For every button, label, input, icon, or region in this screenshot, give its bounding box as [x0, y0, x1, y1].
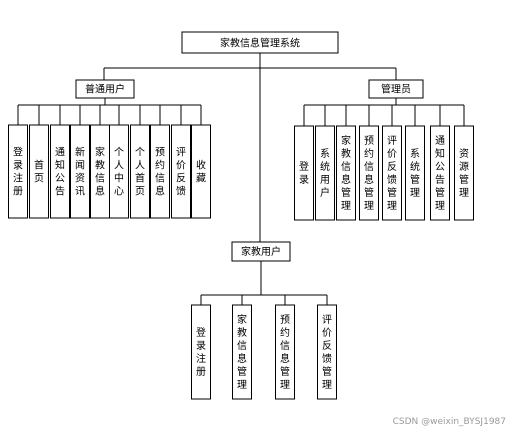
child-label-admin-3: 预约信息管理 — [364, 135, 374, 212]
child-label-admin-6: 通知公告管理 — [435, 135, 445, 212]
child-box-tutor-2 — [275, 304, 295, 400]
child-label-user-1: 首页 — [34, 159, 44, 185]
child-node-tutor-2: 预约信息管理 — [275, 304, 295, 400]
child-node-admin-7: 资源管理 — [454, 125, 474, 221]
child-label-tutor-0: 登录注册 — [196, 326, 206, 378]
child-box-tutor-1 — [232, 304, 252, 400]
child-label-tutor-1: 家教信息管理 — [237, 313, 247, 391]
child-label-user-7: 预约信息 — [155, 147, 165, 198]
child-node-user-6: 个人首页 — [130, 124, 150, 219]
child-label-user-5: 个人中心 — [114, 147, 124, 198]
child-label-admin-0: 登录 — [299, 160, 309, 186]
child-label-user-4: 家教信息 — [95, 146, 105, 198]
child-box-user-0 — [8, 124, 28, 219]
child-box-admin-0 — [294, 125, 314, 221]
child-node-user-7: 预约信息 — [150, 124, 170, 219]
child-box-user-8 — [171, 124, 191, 219]
group-node-tutor — [231, 241, 291, 262]
child-label-admin-1: 系统用户 — [320, 148, 330, 199]
child-node-admin-3: 预约信息管理 — [359, 125, 379, 221]
child-box-admin-5 — [405, 125, 425, 221]
child-label-user-0: 登录注册 — [13, 146, 23, 198]
child-box-admin-2 — [336, 125, 356, 221]
connector-lines — [17, 53, 465, 305]
child-label-user-2: 通知公告 — [55, 147, 65, 198]
child-box-user-1 — [29, 124, 49, 219]
child-box-user-2 — [50, 124, 70, 219]
child-box-user-6 — [130, 124, 150, 219]
child-label-user-8: 评价反馈 — [176, 147, 186, 198]
group-node-admin — [368, 79, 424, 99]
group-label-admin: 管理员 — [381, 83, 411, 96]
child-node-user-4: 家教信息 — [90, 124, 110, 219]
child-label-tutor-3: 评价反馈管理 — [322, 314, 332, 391]
child-node-tutor-0: 登录注册 — [191, 304, 211, 400]
child-node-admin-6: 通知公告管理 — [430, 125, 450, 221]
child-box-admin-3 — [359, 125, 379, 221]
child-label-user-6: 个人首页 — [135, 147, 145, 198]
child-node-user-2: 通知公告 — [50, 124, 70, 219]
child-box-user-4 — [90, 124, 110, 219]
child-node-user-5: 个人中心 — [109, 124, 129, 219]
child-box-admin-6 — [430, 125, 450, 221]
child-node-tutor-3: 评价反馈管理 — [317, 304, 337, 400]
child-box-admin-1 — [315, 125, 335, 221]
child-box-tutor-3 — [317, 304, 337, 400]
child-node-admin-4: 评价反馈管理 — [382, 125, 402, 221]
child-node-user-0: 登录注册 — [8, 124, 28, 219]
child-node-admin-2: 家教信息管理 — [336, 125, 356, 221]
child-node-admin-1: 系统用户 — [315, 125, 335, 221]
child-box-user-3 — [70, 124, 90, 219]
child-box-user-7 — [150, 124, 170, 219]
watermark: CSDN @weixin_BYSJ1987 — [392, 417, 506, 427]
child-label-admin-5: 系统管理 — [410, 148, 420, 199]
child-label-admin-7: 资源管理 — [459, 148, 469, 199]
child-box-user-9 — [191, 124, 211, 219]
group-label-tutor: 家教用户 — [241, 245, 281, 258]
root-node: 家教信息管理系统 — [181, 31, 339, 54]
child-node-tutor-1: 家教信息管理 — [232, 304, 252, 400]
group-label-user: 普通用户 — [85, 83, 125, 96]
child-label-admin-4: 评价反馈管理 — [387, 135, 397, 212]
child-box-user-5 — [109, 124, 129, 219]
child-box-tutor-0 — [191, 304, 211, 400]
root-node-label: 家教信息管理系统 — [220, 37, 300, 50]
child-label-user-3: 新闻资讯 — [75, 146, 85, 198]
child-node-user-1: 首页 — [29, 124, 49, 219]
child-node-admin-0: 登录 — [294, 125, 314, 221]
group-node-user — [75, 79, 135, 99]
child-label-admin-2: 家教信息管理 — [341, 134, 351, 212]
child-node-user-8: 评价反馈 — [171, 124, 191, 219]
child-node-user-3: 新闻资讯 — [70, 124, 90, 219]
child-box-admin-7 — [454, 125, 474, 221]
child-node-user-9: 收藏 — [191, 124, 211, 219]
child-node-admin-5: 系统管理 — [405, 125, 425, 221]
child-label-tutor-2: 预约信息管理 — [280, 314, 290, 391]
child-label-user-9: 收藏 — [196, 159, 206, 185]
child-box-admin-4 — [382, 125, 402, 221]
